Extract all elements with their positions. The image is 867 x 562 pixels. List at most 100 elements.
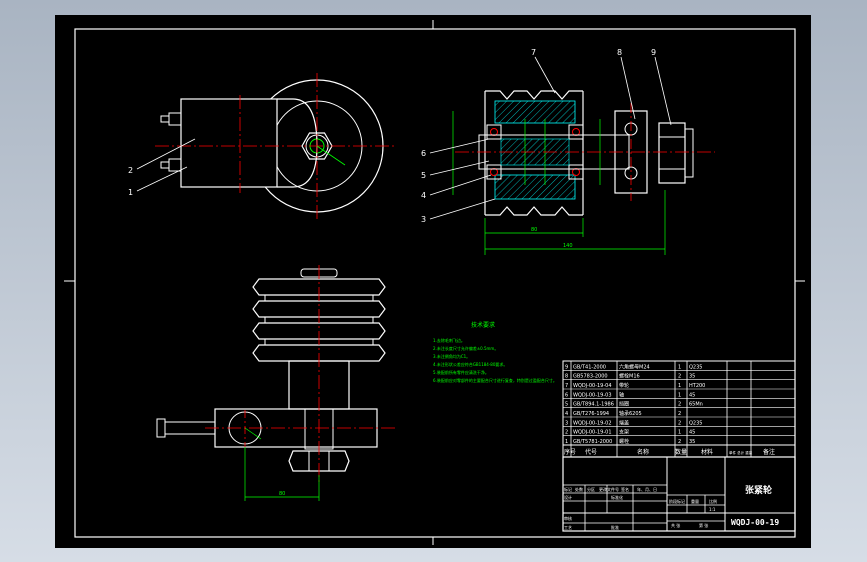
parts-cell-code: WQDJ-00-19-02 xyxy=(573,420,612,426)
tb-count: 处数 xyxy=(575,486,583,492)
parts-cell-name: 带轮 xyxy=(619,382,629,389)
parts-cell-qty: 2 xyxy=(678,374,681,380)
tech-req-6: 6.装配前应对零部件的主要配合尺寸进行复查，特别是过盈配合尺寸。 xyxy=(433,377,557,383)
parts-cell-code: GB/T41-2000 xyxy=(573,364,606,370)
parts-cell-material: 45 xyxy=(689,392,695,398)
tb-zone: 分区 xyxy=(587,486,595,492)
parts-cell-seq: 6 xyxy=(565,392,568,398)
tb-review: 审核 xyxy=(564,515,572,521)
callout-4: 4 xyxy=(421,191,426,200)
bracket-arm-bottom xyxy=(277,145,318,188)
tech-req-3: 3.未注倒角均为C1。 xyxy=(433,353,470,359)
callout-9: 9 xyxy=(651,48,656,57)
dim-inner-text: 80 xyxy=(531,227,537,233)
parts-cell-seq: 5 xyxy=(565,402,568,408)
bottom-view: 80 xyxy=(156,265,395,501)
pulley-bottom-grooves xyxy=(485,206,583,216)
parts-cell-code: WQDJ-00-19-04 xyxy=(573,383,612,389)
parts-cell-code: WQDJ-00-19-01 xyxy=(573,430,612,436)
tech-req-5: 5.装配前所有零件应清洗干净。 xyxy=(433,369,489,375)
pulley-hatch-bottom xyxy=(494,174,576,200)
dim-bottom-text: 80 xyxy=(279,491,285,497)
shaft-end xyxy=(684,128,694,178)
parts-cell-qty: 1 xyxy=(678,392,681,398)
bearing-bottom-right xyxy=(568,164,584,180)
leader-6 xyxy=(429,138,490,154)
parts-cell-qty: 1 xyxy=(678,364,681,370)
callout-7: 7 xyxy=(531,48,536,57)
parts-cell-name: 轴承6205 xyxy=(619,410,642,417)
pulley-top-grooves xyxy=(485,90,583,100)
bolt-stub-bottom xyxy=(160,161,170,169)
pulley-hatch-top xyxy=(494,100,576,124)
tb-scale-val: 1:1 xyxy=(709,507,716,512)
hdr-name: 名称 xyxy=(637,448,649,456)
drawing-canvas[interactable]: 2 1 xyxy=(55,15,811,548)
technical-requirements: 技术要求 1.去除毛刺飞边。 2.未注长度尺寸允许偏差±0.5mm。 3.未注倒… xyxy=(433,321,557,383)
parts-cell-material: Q235 xyxy=(689,364,702,370)
parts-cell-seq: 3 xyxy=(565,420,568,426)
tech-req-1: 1.去除毛刺飞边。 xyxy=(433,337,465,343)
callout-2: 2 xyxy=(128,166,133,175)
leader-1 xyxy=(136,166,188,192)
parts-cell-qty: 2 xyxy=(678,402,681,408)
groove-3 xyxy=(252,322,386,340)
tb-date: 年、月、日 xyxy=(637,486,657,492)
parts-cell-code: GB/T5781-2000 xyxy=(573,439,612,445)
drawing-svg: 2 1 xyxy=(55,15,811,548)
groove-4 xyxy=(252,344,386,362)
tb-mark: 标记 xyxy=(564,486,572,492)
parts-cell-seq: 2 xyxy=(565,430,568,436)
drawing-number: WQDJ-00-19 xyxy=(731,518,779,527)
bearing-top-right xyxy=(568,124,584,140)
groove-1 xyxy=(252,278,386,296)
parts-cell-material: 45 xyxy=(689,430,695,436)
tb-approve: 批准 xyxy=(611,524,619,530)
parts-cell-qty: 2 xyxy=(678,411,681,417)
parts-cell-material: Q235 xyxy=(689,420,702,426)
left-view: 2 1 xyxy=(128,73,395,219)
bolt-stub-top xyxy=(160,115,170,123)
parts-cell-name: 螺栓 xyxy=(619,438,629,445)
tb-change-doc: 更改文件号 xyxy=(599,486,619,492)
parts-cell-name: 轴 xyxy=(619,391,624,398)
parts-cell-seq: 8 xyxy=(565,374,568,380)
parts-cell-seq: 1 xyxy=(565,439,568,445)
hdr-remark: 备注 xyxy=(763,448,775,456)
title-block-frame xyxy=(562,456,796,532)
parts-cell-qty: 2 xyxy=(678,420,681,426)
leader-5 xyxy=(429,160,490,176)
drawing-title: 张紧轮 xyxy=(745,484,772,496)
tb-sheet-total: 共 张 xyxy=(671,522,680,528)
bracket-body xyxy=(180,98,278,188)
leader-7 xyxy=(534,56,556,94)
parts-cell-qty: 2 xyxy=(678,439,681,445)
leader-2 xyxy=(136,138,196,170)
parts-cell-material: 35 xyxy=(689,439,695,445)
parts-cell-code: GB5783-2000 xyxy=(573,374,608,380)
parts-cell-qty: 1 xyxy=(678,430,681,436)
bearing-bottom-left xyxy=(486,164,502,180)
tb-scale: 比例 xyxy=(709,498,717,504)
drawing-border xyxy=(74,28,796,538)
hdr-seq: 序号 xyxy=(564,448,576,456)
callout-6: 6 xyxy=(421,149,426,158)
hdr-material: 材料 xyxy=(701,448,713,456)
hdr-qty: 数量 xyxy=(675,448,687,456)
boss-dim xyxy=(244,427,262,440)
section-view: 80 140 6 5 4 3 7 8 9 xyxy=(421,48,715,255)
groove-2 xyxy=(252,300,386,318)
tech-req-title: 技术要求 xyxy=(471,321,495,329)
bracket-arm-top xyxy=(277,98,318,147)
tb-signature: 签名 xyxy=(621,486,629,492)
bearing-top-left xyxy=(486,124,502,140)
leader-8 xyxy=(620,56,636,120)
tb-sheet-no: 第 张 xyxy=(699,522,708,528)
parts-cell-seq: 7 xyxy=(565,383,568,389)
callout-1: 1 xyxy=(128,188,133,197)
radius-dim xyxy=(316,145,346,166)
leader-9 xyxy=(654,56,672,126)
